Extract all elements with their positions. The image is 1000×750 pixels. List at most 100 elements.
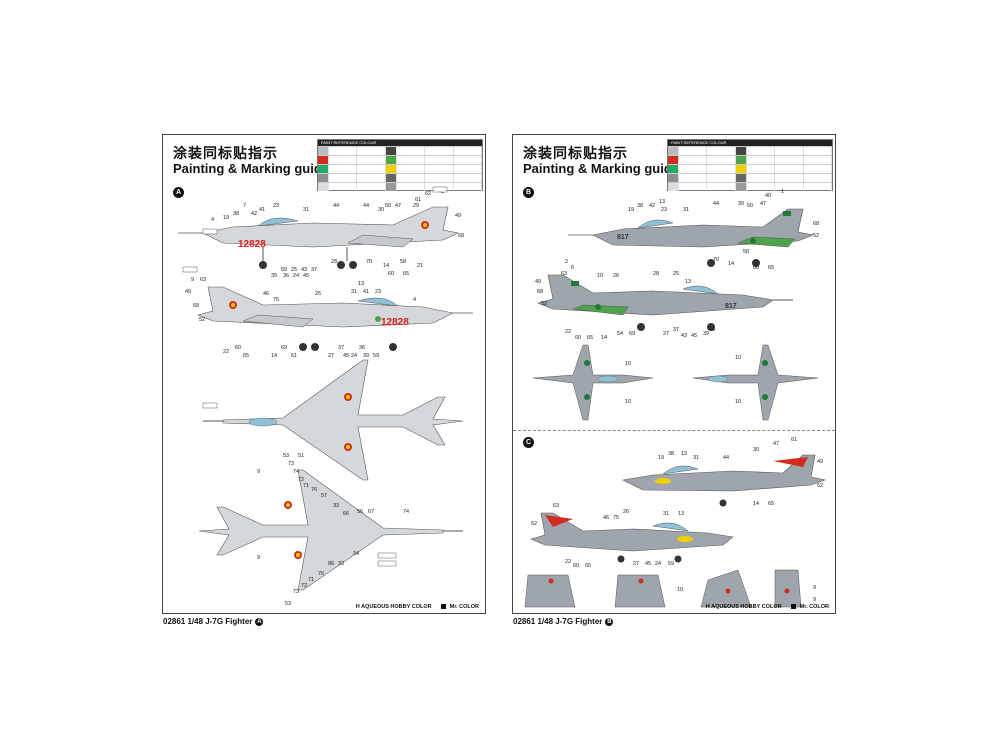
svg-text:28: 28 <box>653 271 659 277</box>
svg-text:14: 14 <box>383 263 389 269</box>
svg-text:9: 9 <box>813 585 816 591</box>
svg-text:62: 62 <box>425 191 431 197</box>
svg-text:63: 63 <box>553 503 559 509</box>
svg-text:53: 53 <box>283 453 289 459</box>
mr-color-square-icon <box>441 604 447 610</box>
svg-text:76: 76 <box>311 487 317 493</box>
svg-text:52: 52 <box>813 233 819 239</box>
svg-text:13: 13 <box>685 279 691 285</box>
svg-text:45: 45 <box>343 353 349 359</box>
svg-text:49: 49 <box>535 279 541 285</box>
paint-reference-table: PAINT REFERENCE COLOUR <box>667 139 833 191</box>
svg-text:9: 9 <box>257 469 260 475</box>
svg-text:65: 65 <box>768 265 774 271</box>
svg-text:36: 36 <box>283 273 289 279</box>
svg-text:58: 58 <box>400 259 406 265</box>
color-legend: H AQUEOUS HOBBY COLOR Mr. COLOR <box>706 604 829 610</box>
svg-text:70: 70 <box>713 257 719 263</box>
mr-color-square-icon <box>791 604 797 610</box>
svg-text:26: 26 <box>613 273 619 279</box>
svg-text:45: 45 <box>691 333 697 339</box>
svg-text:72: 72 <box>301 583 307 589</box>
paint-reference-header: PAINT REFERENCE COLOUR <box>318 140 482 146</box>
svg-text:29: 29 <box>413 203 419 209</box>
svg-text:75: 75 <box>273 297 279 303</box>
svg-text:23: 23 <box>273 203 279 209</box>
svg-text:43: 43 <box>681 333 687 339</box>
svg-text:24: 24 <box>351 353 357 359</box>
svg-text:9: 9 <box>813 597 816 603</box>
title-chinese: 涂装同标贴指示 <box>173 145 278 161</box>
svg-text:50: 50 <box>747 203 753 209</box>
svg-text:67: 67 <box>368 509 374 515</box>
svg-text:68: 68 <box>458 233 464 239</box>
svg-text:47: 47 <box>773 441 779 447</box>
svg-text:37: 37 <box>338 345 344 351</box>
svg-text:41: 41 <box>363 289 369 295</box>
svg-text:44: 44 <box>333 203 339 209</box>
svg-text:28: 28 <box>331 259 337 265</box>
hobby-color-mark: H <box>705 604 710 610</box>
svg-text:57: 57 <box>321 493 327 499</box>
svg-text:44: 44 <box>713 201 719 207</box>
svg-text:38: 38 <box>233 211 239 217</box>
svg-text:60: 60 <box>575 335 581 341</box>
svg-text:73: 73 <box>293 589 299 595</box>
svg-text:30: 30 <box>738 201 744 207</box>
svg-text:23: 23 <box>661 207 667 213</box>
svg-text:71: 71 <box>308 577 314 583</box>
svg-text:31: 31 <box>663 511 669 517</box>
svg-text:10: 10 <box>625 361 631 367</box>
svg-text:65: 65 <box>403 271 409 277</box>
svg-text:12828: 12828 <box>381 317 409 328</box>
svg-text:59: 59 <box>709 327 715 333</box>
footer-text: 02861 1/48 J-7G Fighter <box>163 617 253 626</box>
svg-text:26: 26 <box>623 509 629 515</box>
svg-text:46: 46 <box>263 291 269 297</box>
svg-text:31: 31 <box>303 207 309 213</box>
svg-text:65: 65 <box>768 501 774 507</box>
svg-text:14: 14 <box>728 261 734 267</box>
marking-sheet-a: 涂装同标贴指示 Painting & Marking guide PAINT R… <box>162 134 486 626</box>
svg-text:60: 60 <box>573 563 579 569</box>
svg-text:1: 1 <box>781 189 784 195</box>
svg-text:86: 86 <box>328 561 334 567</box>
svg-text:33: 33 <box>333 503 339 509</box>
title-chinese: 涂装同标贴指示 <box>523 145 628 161</box>
paint-reference-table: PAINT REFERENCE COLOUR <box>317 139 483 191</box>
section-divider <box>513 430 835 431</box>
reference-row <box>318 182 483 191</box>
svg-text:817: 817 <box>725 303 737 310</box>
svg-text:25: 25 <box>291 267 297 273</box>
svg-text:52: 52 <box>199 317 205 323</box>
svg-text:75: 75 <box>613 515 619 521</box>
reference-row <box>668 155 833 164</box>
svg-text:39: 39 <box>271 273 277 279</box>
svg-text:63: 63 <box>200 277 206 283</box>
reference-row <box>668 173 833 182</box>
svg-text:73: 73 <box>288 461 294 467</box>
hobby-color-mark: H <box>355 604 360 610</box>
mr-color-label: Mr. COLOR <box>449 604 479 610</box>
plan-view-top <box>202 359 464 481</box>
svg-text:34: 34 <box>353 551 359 557</box>
svg-text:42: 42 <box>649 203 655 209</box>
svg-text:37: 37 <box>673 327 679 333</box>
reference-row <box>668 164 833 173</box>
svg-text:13: 13 <box>678 511 684 517</box>
svg-text:27: 27 <box>633 561 639 567</box>
svg-text:38: 38 <box>668 451 674 457</box>
svg-text:59: 59 <box>668 561 674 567</box>
svg-text:68: 68 <box>537 289 543 295</box>
svg-text:51: 51 <box>291 353 297 359</box>
svg-text:21: 21 <box>417 263 423 269</box>
svg-text:13: 13 <box>681 451 687 457</box>
reference-row <box>318 146 483 155</box>
svg-text:2: 2 <box>565 259 568 265</box>
svg-text:52: 52 <box>817 483 823 489</box>
